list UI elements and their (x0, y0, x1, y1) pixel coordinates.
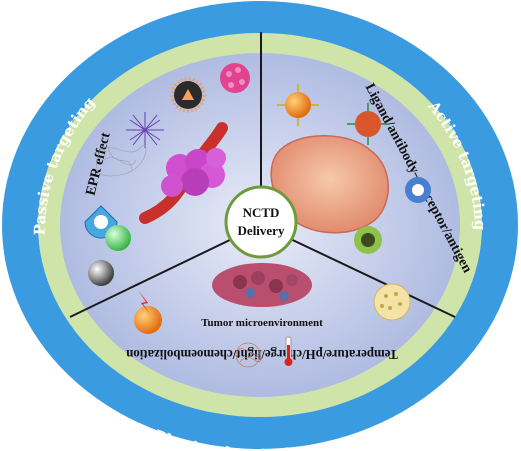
center-label-line2: Delivery (238, 223, 285, 238)
hydrogel-network-icon (235, 342, 263, 368)
particle-core (182, 89, 194, 100)
ligand-particle-1-icon (285, 92, 311, 118)
thermometer-icon (284, 336, 293, 366)
ligand-particle-2-icon (355, 111, 381, 137)
center-badge (224, 185, 298, 259)
particle-shell (170, 77, 206, 113)
physicochemical-conditions-label: Temperature/pH/charge/light/chemoemboliz… (126, 347, 398, 363)
epr-illustration (84, 63, 250, 286)
tumor-microenvironment-icon (212, 263, 312, 307)
porous-yellow-particle-icon (373, 283, 411, 321)
pink-particle-icon (220, 63, 250, 93)
light-particle-icon (134, 306, 162, 334)
dendrimer-icon (126, 112, 164, 148)
physicochemical-illustration (134, 263, 411, 368)
active-targeting-illustration (270, 84, 431, 254)
tumor-cluster-icon (161, 148, 226, 197)
dark-sphere-icon (88, 260, 114, 286)
fiber-network-icon (95, 145, 147, 177)
center-label-line1: NCTD (243, 205, 280, 220)
porous-sphere-icon (105, 225, 131, 251)
tumor-microenvironment-label: Tumor microenvironment (201, 317, 323, 329)
